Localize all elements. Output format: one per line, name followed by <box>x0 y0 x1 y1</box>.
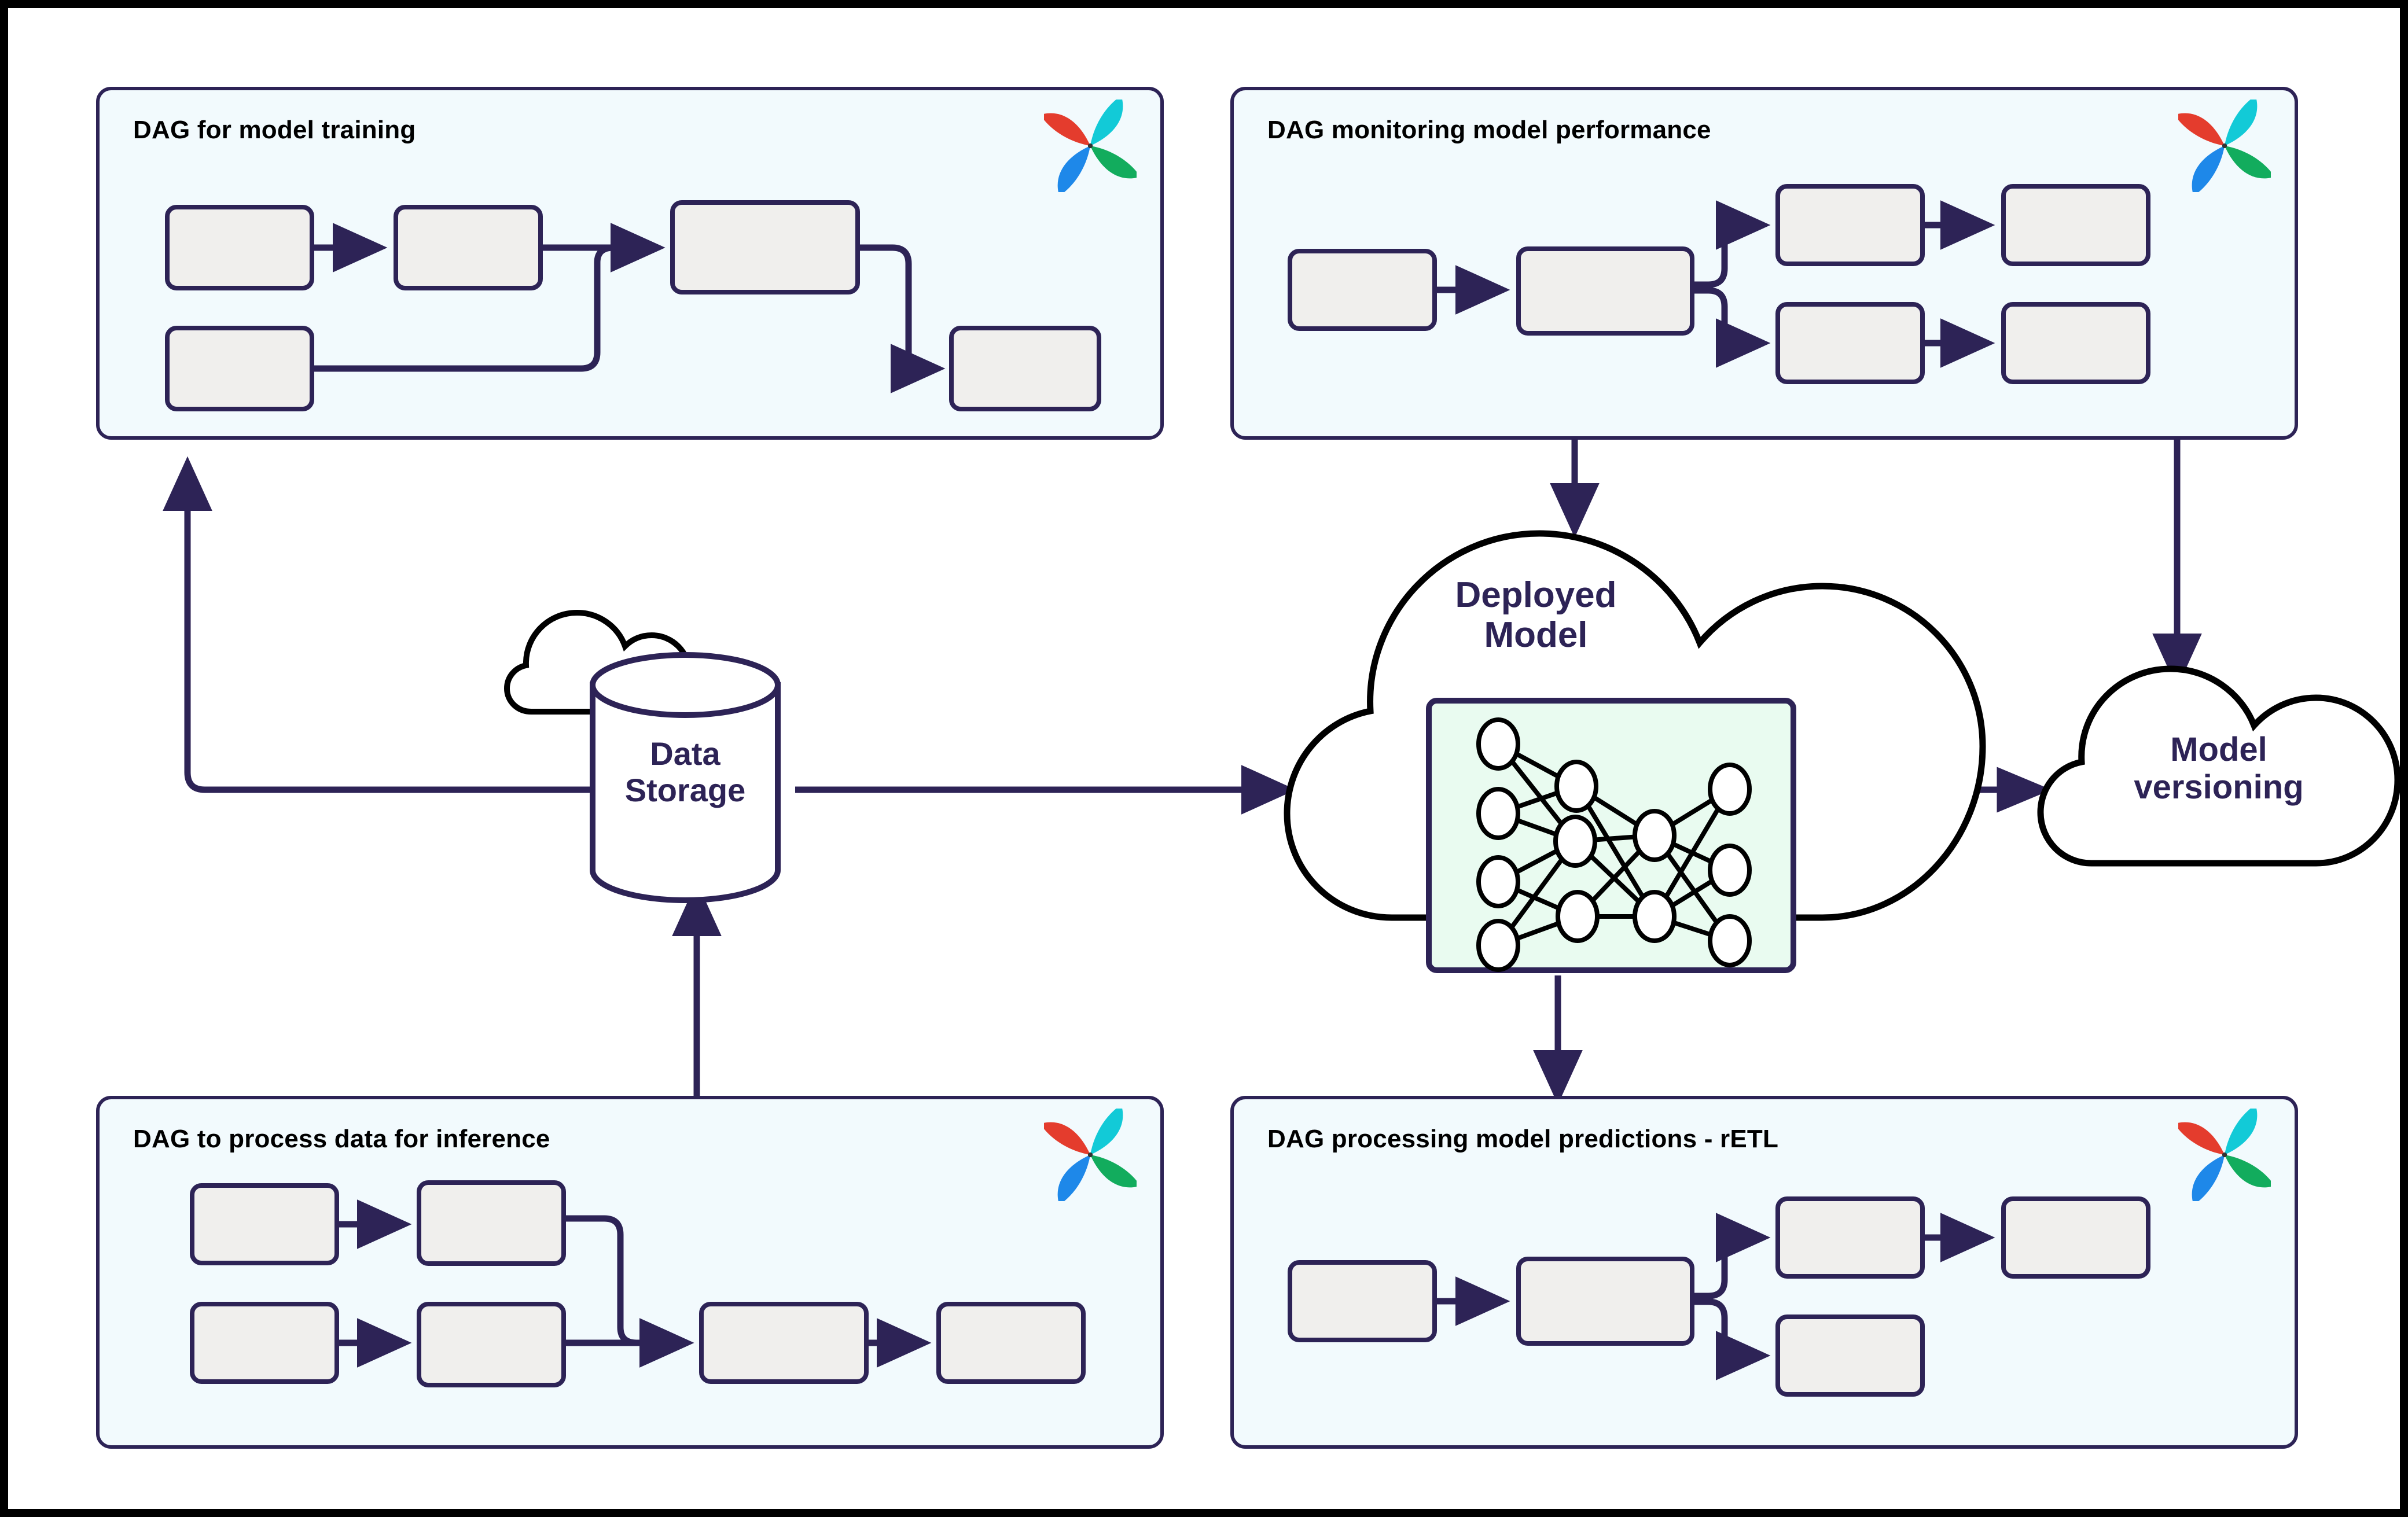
neural-network-icon <box>1496 742 1732 948</box>
model-versioning-label: Model versioning <box>2134 731 2304 806</box>
connector-storage-to-training <box>163 456 611 793</box>
database-cylinder-top <box>590 652 781 718</box>
panel-title-dag-model-training: DAG for model training <box>133 116 416 144</box>
deployed-model-label: Deployed Model <box>1455 575 1617 656</box>
apache-airflow-pinwheel-icon <box>1044 100 1137 192</box>
panel-title-dag-process-data-for-inference: DAG to process data for inference <box>133 1125 550 1153</box>
panel-title-dag-processing-model-predictions-retl: DAG processing model predictions - rETL <box>1267 1125 1779 1153</box>
apache-airflow-pinwheel-icon <box>2178 100 2271 192</box>
data-storage-label: Data Storage <box>624 735 746 808</box>
apache-airflow-pinwheel-icon <box>2178 1109 2271 1201</box>
neural-network-nodes <box>1476 717 1752 972</box>
cloud-icon <box>503 609 693 715</box>
neural-network-box <box>1426 698 1796 973</box>
panel-title-dag-monitoring-model-performance: DAG monitoring model performance <box>1267 116 1711 144</box>
apache-airflow-pinwheel-icon <box>1044 1109 1137 1201</box>
